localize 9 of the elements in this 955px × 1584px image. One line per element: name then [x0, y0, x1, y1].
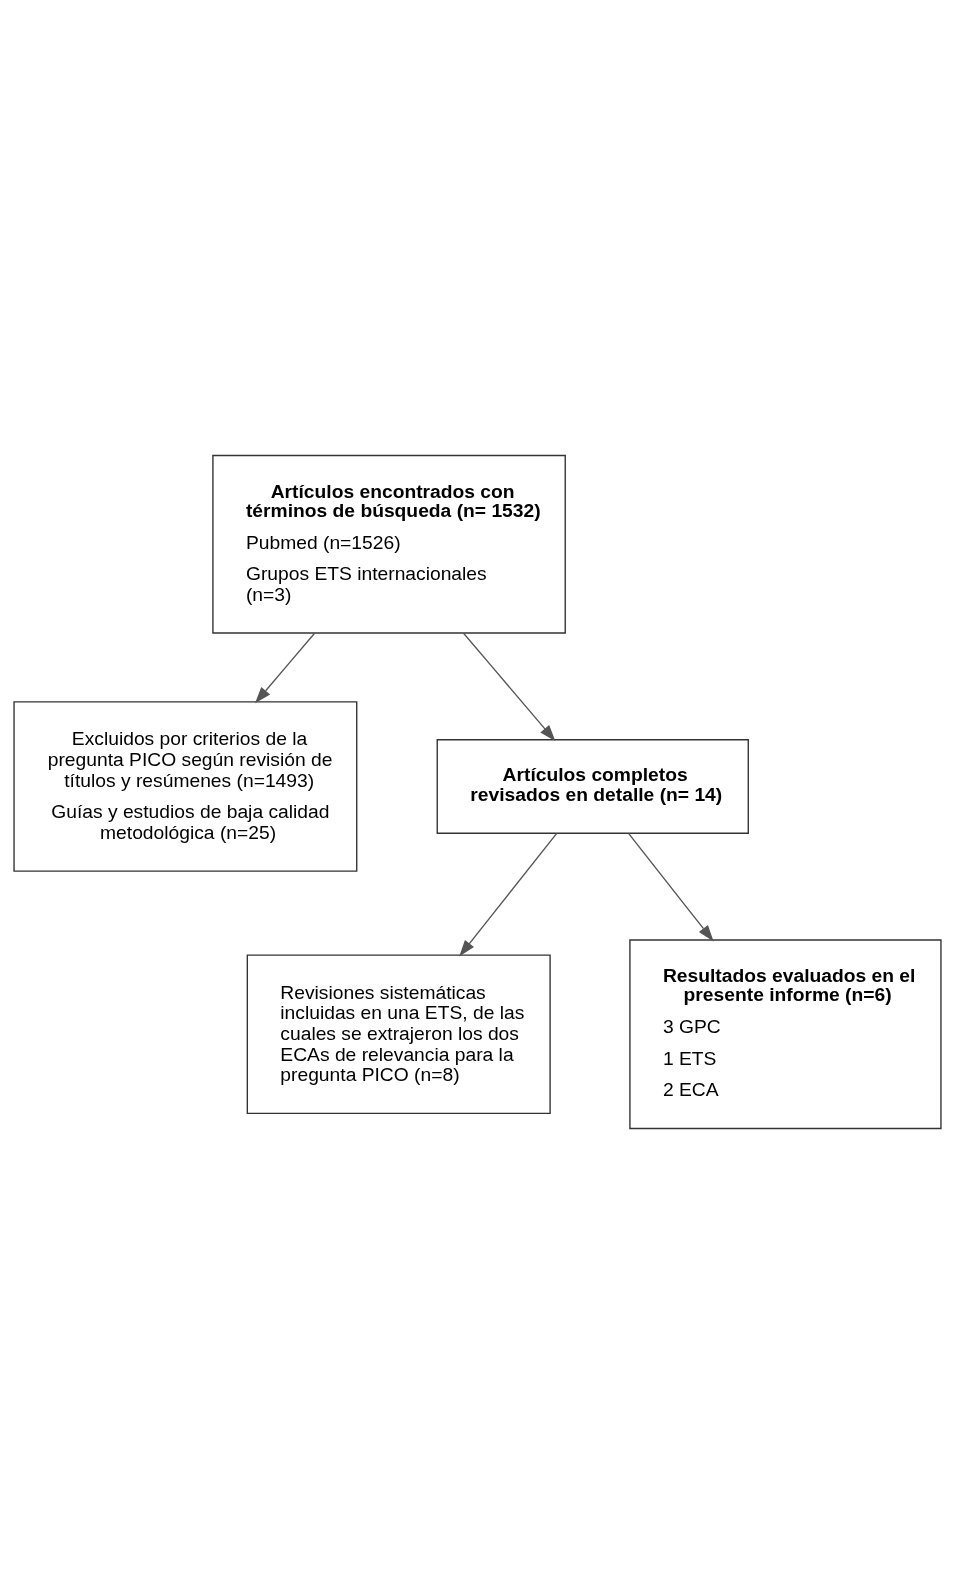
node-box: Artículos completos revisados en detalle (n= 14): [436, 739, 749, 834]
arrow: [463, 632, 556, 742]
node-box: Excluidos por criterios de la pregunta PICO según revisión de títulos y resúmenes (n=1493) Guías y estudios de baja calidad metodológica (n=25): [13, 701, 358, 872]
node-box: Resultados evaluados en el presente informe (n=6) 3 GPC 1 ETS 2 ECA: [629, 939, 942, 1130]
node-box: Artículos encontrados con términos de búsqueda (n= 1532) Pubmed (n=1526) Grupos ETS internacionales (n=3): [212, 454, 566, 634]
node-box: Revisiones sistemáticas incluidas en una ETS, de las cuales se extrajeron los dos ECAs de relevancia para la pregunta PICO (n=8): [246, 954, 551, 1115]
arrow: [459, 832, 558, 957]
arrow: [255, 632, 316, 704]
arrow: [627, 832, 714, 942]
